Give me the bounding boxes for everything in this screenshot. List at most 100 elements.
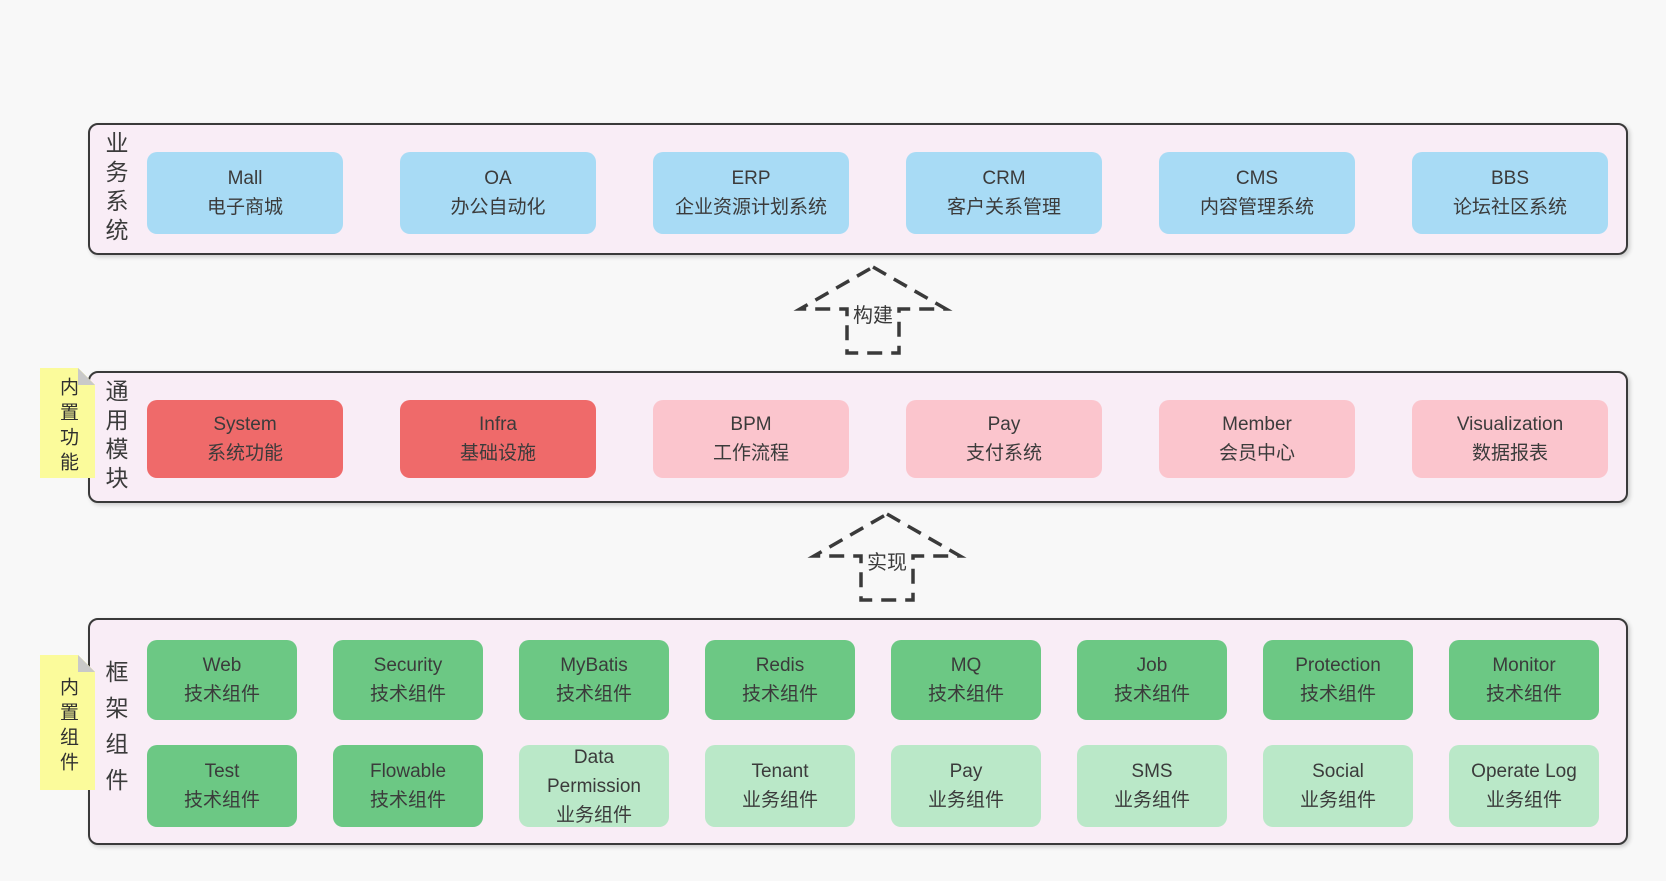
box-subtitle: 技术组件 (369, 684, 446, 705)
box-mq: MQ 技术组件 (891, 640, 1041, 720)
box-social: Social 业务组件 (1263, 745, 1413, 827)
box-subtitle: 办公自动化 (450, 197, 546, 218)
box-title: Data Permission (547, 746, 641, 797)
box-subtitle: 技术组件 (555, 684, 632, 705)
dashed-up-arrow-icon (793, 264, 953, 355)
box-subtitle: 支付系统 (965, 443, 1042, 464)
box-pay-system: Pay 支付系统 (906, 400, 1102, 478)
box-oa: OA 办公自动化 (400, 152, 596, 234)
box-subtitle: 客户关系管理 (946, 197, 1061, 218)
note-built-in-features: 内置功能 (40, 368, 95, 478)
box-subtitle: 数据报表 (1471, 443, 1548, 464)
box-sms: SMS 业务组件 (1077, 745, 1227, 827)
box-subtitle: 业务组件 (555, 804, 632, 826)
band-label-common-modules: 通用模块 (102, 379, 128, 495)
box-title: System (213, 414, 277, 435)
box-subtitle: 基础设施 (459, 443, 536, 464)
box-protection: Protection 技术组件 (1263, 640, 1413, 720)
box-monitor: Monitor 技术组件 (1449, 640, 1599, 720)
band-label-framework-components: 框架组件 (102, 659, 128, 804)
box-pay-component: Pay 业务组件 (891, 745, 1041, 827)
box-subtitle: 技术组件 (183, 790, 260, 811)
box-subtitle: 会员中心 (1218, 443, 1295, 464)
box-redis: Redis 技术组件 (705, 640, 855, 720)
box-title: CRM (982, 168, 1026, 189)
box-system: System 系统功能 (147, 400, 343, 478)
box-title: Protection (1295, 655, 1381, 676)
box-title: Pay (949, 761, 983, 782)
box-title: Tenant (751, 761, 809, 782)
box-subtitle: 电子商城 (206, 197, 283, 218)
folded-corner-icon (78, 655, 95, 672)
box-title: Infra (478, 414, 518, 435)
box-mall: Mall 电子商城 (147, 152, 343, 234)
box-bbs: BBS 论坛社区系统 (1412, 152, 1608, 234)
box-subtitle: 技术组件 (1113, 684, 1190, 705)
note-text: 内置功能 (57, 377, 78, 477)
arrow-build-label: 构建 (849, 298, 897, 329)
box-data-permission: Data Permission 业务组件 (519, 745, 669, 827)
band-framework-components: 框架组件 Web 技术组件 Security 技术组件 MyBatis 技术组件… (88, 618, 1628, 845)
box-subtitle: 业务组件 (1113, 790, 1190, 811)
box-subtitle: 论坛社区系统 (1452, 197, 1567, 218)
box-visualization: Visualization 数据报表 (1412, 400, 1608, 478)
band-common-modules: 通用模块 System 系统功能 Infra 基础设施 BPM 工作流程 Pay… (88, 371, 1628, 503)
box-title: SMS (1131, 761, 1173, 782)
note-built-in-components: 内置组件 (40, 655, 95, 790)
dashed-up-arrow-icon (807, 511, 967, 602)
box-subtitle: 工作流程 (712, 443, 789, 464)
box-title: Visualization (1456, 414, 1564, 435)
box-title: Monitor (1492, 655, 1556, 676)
box-title: Operate Log (1471, 761, 1577, 782)
box-member: Member 会员中心 (1159, 400, 1355, 478)
box-title: ERP (731, 168, 771, 189)
box-title: Social (1312, 761, 1364, 782)
box-title: Security (373, 655, 443, 676)
box-flowable: Flowable 技术组件 (333, 745, 483, 827)
box-operate-log: Operate Log 业务组件 (1449, 745, 1599, 827)
arrow-implement-label: 实现 (863, 545, 911, 576)
box-subtitle: 技术组件 (1299, 684, 1376, 705)
box-crm: CRM 客户关系管理 (906, 152, 1102, 234)
box-tenant: Tenant 业务组件 (705, 745, 855, 827)
box-test: Test 技术组件 (147, 745, 297, 827)
box-subtitle: 技术组件 (183, 684, 260, 705)
box-subtitle: 业务组件 (927, 790, 1004, 811)
box-erp: ERP 企业资源计划系统 (653, 152, 849, 234)
arrow-implement: 实现 (803, 509, 971, 603)
box-subtitle: 技术组件 (369, 790, 446, 811)
box-title: Redis (755, 655, 805, 676)
box-cms: CMS 内容管理系统 (1159, 152, 1355, 234)
box-subtitle: 技术组件 (1485, 684, 1562, 705)
box-title: BPM (730, 414, 772, 435)
box-title: BBS (1490, 168, 1530, 189)
box-title: Web (202, 655, 242, 676)
box-title: Job (1136, 655, 1168, 676)
folded-corner-icon (78, 368, 95, 385)
box-subtitle: 业务组件 (1485, 790, 1562, 811)
box-title: Pay (987, 414, 1021, 435)
box-job: Job 技术组件 (1077, 640, 1227, 720)
box-mybatis: MyBatis 技术组件 (519, 640, 669, 720)
box-security: Security 技术组件 (333, 640, 483, 720)
box-bpm: BPM 工作流程 (653, 400, 849, 478)
box-title: Member (1222, 414, 1292, 435)
band-label-business-systems: 业务系统 (102, 131, 128, 247)
arrow-build: 构建 (789, 262, 957, 356)
box-subtitle: 企业资源计划系统 (674, 197, 827, 218)
box-web: Web 技术组件 (147, 640, 297, 720)
box-subtitle: 业务组件 (741, 790, 818, 811)
box-title: MQ (950, 655, 982, 676)
box-title: MyBatis (560, 655, 628, 676)
box-title: Mall (227, 168, 263, 189)
box-subtitle: 内容管理系统 (1199, 197, 1314, 218)
box-title: OA (484, 168, 512, 189)
box-title: CMS (1235, 168, 1279, 189)
box-subtitle: 技术组件 (927, 684, 1004, 705)
box-title: Test (204, 761, 240, 782)
box-title: Flowable (369, 761, 447, 782)
box-subtitle: 系统功能 (206, 443, 283, 464)
box-subtitle: 业务组件 (1299, 790, 1376, 811)
box-subtitle: 技术组件 (741, 684, 818, 705)
